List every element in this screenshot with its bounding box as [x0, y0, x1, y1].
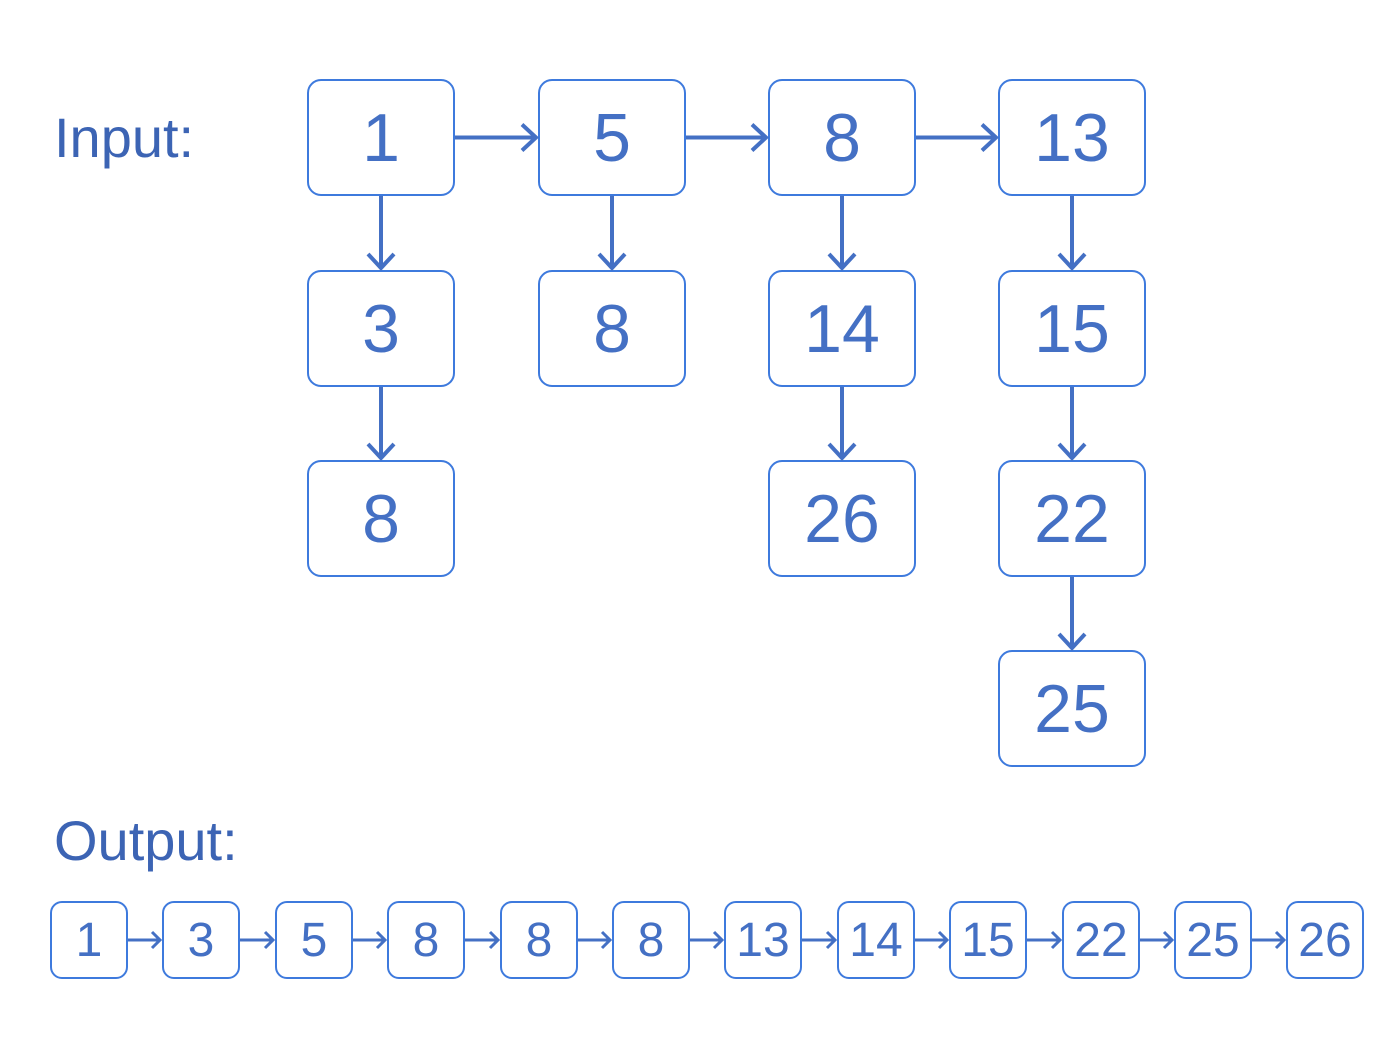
output-node: 8 — [387, 901, 465, 979]
arrow-right-small — [465, 930, 501, 950]
output-node: 8 — [500, 901, 578, 979]
input-node: 8 — [768, 79, 916, 196]
arrow-down — [366, 196, 396, 271]
output-node: 1 — [50, 901, 128, 979]
input-node: 13 — [998, 79, 1146, 196]
output-node: 22 — [1062, 901, 1140, 979]
input-node: 8 — [538, 270, 686, 387]
arrow-right-small — [1140, 930, 1175, 950]
input-node: 22 — [998, 460, 1146, 577]
arrow-right-small — [802, 930, 838, 950]
output-node: 8 — [612, 901, 690, 979]
arrow-down — [1057, 387, 1087, 461]
arrow-down — [827, 387, 857, 461]
arrow-down — [827, 196, 857, 271]
input-node: 3 — [307, 270, 455, 387]
arrow-right — [916, 123, 999, 152]
output-node: 25 — [1174, 901, 1252, 979]
arrow-right-small — [240, 930, 276, 950]
arrow-right-small — [1252, 930, 1287, 950]
arrow-right-small — [915, 930, 950, 950]
output-label: Output: — [54, 809, 238, 872]
output-node: 26 — [1286, 901, 1364, 979]
output-node: 15 — [949, 901, 1027, 979]
input-node: 26 — [768, 460, 916, 577]
arrow-right-small — [1027, 930, 1063, 950]
output-node: 14 — [837, 901, 915, 979]
input-node: 5 — [538, 79, 686, 196]
output-node: 13 — [724, 901, 802, 979]
arrow-right-small — [578, 930, 613, 950]
input-node: 1 — [307, 79, 455, 196]
output-node: 5 — [275, 901, 353, 979]
arrow-right-small — [353, 930, 388, 950]
output-node: 3 — [162, 901, 240, 979]
arrow-down — [1057, 577, 1087, 651]
arrow-right — [455, 123, 539, 152]
input-node: 25 — [998, 650, 1146, 767]
input-node: 8 — [307, 460, 455, 577]
arrow-right-small — [690, 930, 725, 950]
arrow-down — [366, 387, 396, 461]
arrow-right-small — [128, 930, 163, 950]
arrow-down — [1057, 196, 1087, 271]
input-label: Input: — [54, 106, 195, 169]
input-node: 15 — [998, 270, 1146, 387]
arrow-right — [686, 123, 769, 152]
input-node: 14 — [768, 270, 916, 387]
arrow-down — [597, 196, 627, 271]
